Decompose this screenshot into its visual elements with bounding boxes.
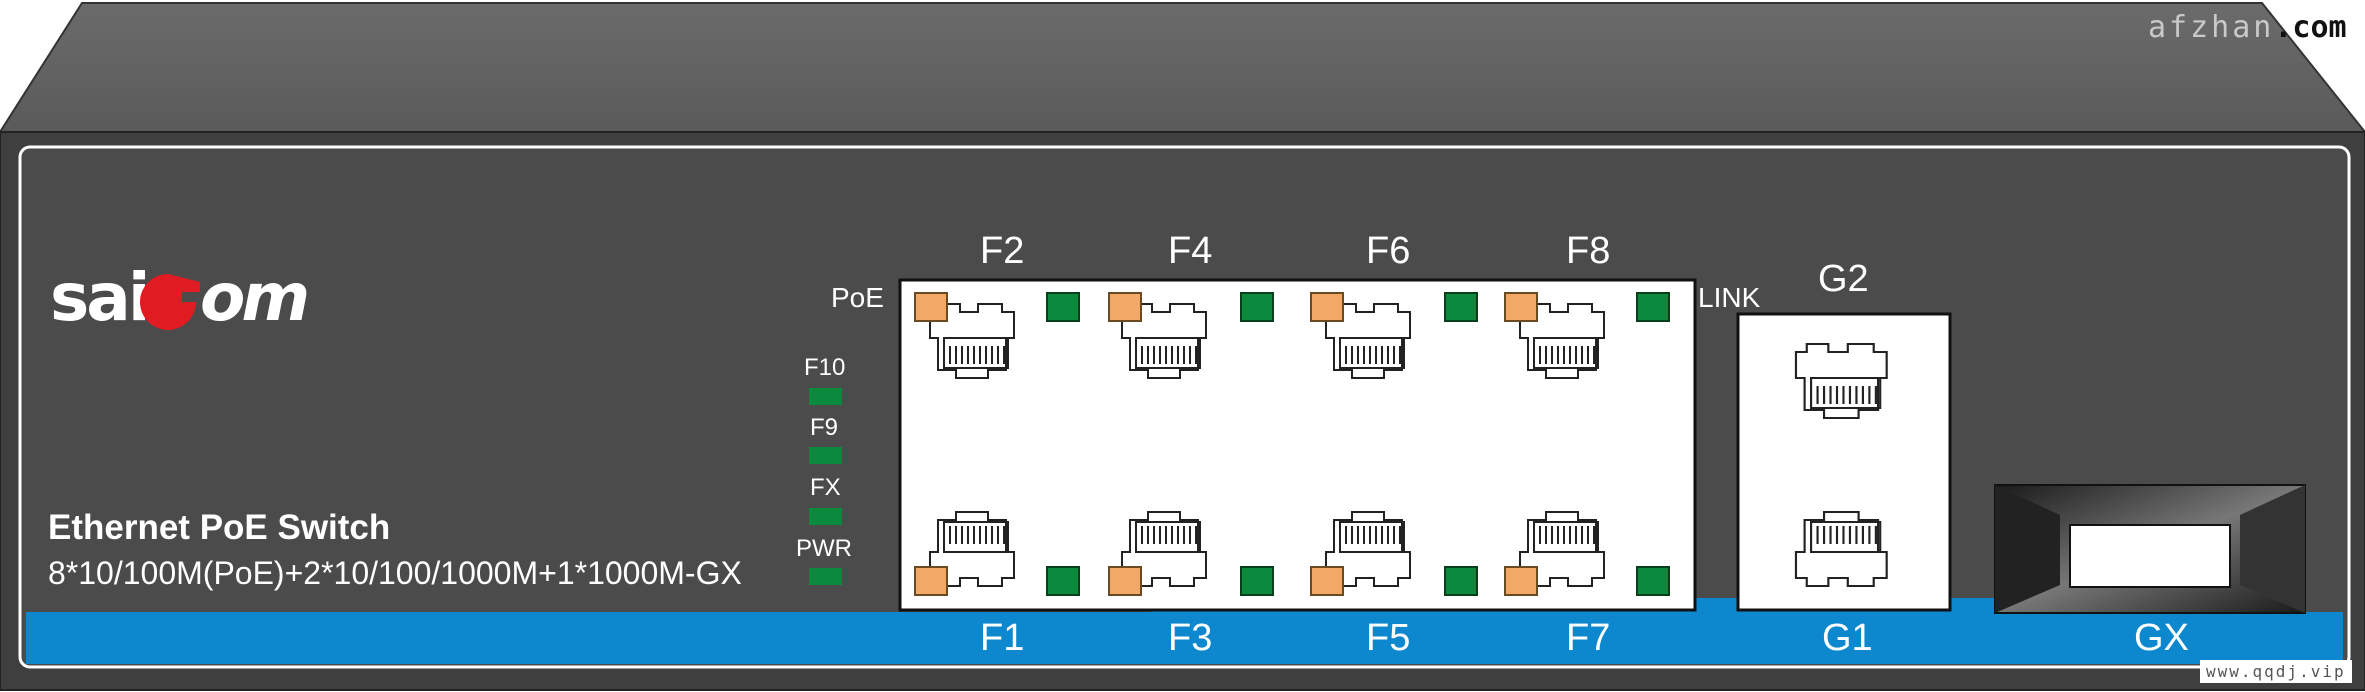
led-status-f9 (809, 447, 842, 464)
port-label-f7: F7 (1566, 617, 1611, 659)
svg-text:sai: sai (50, 268, 147, 332)
led-f6-poe (1310, 292, 1344, 322)
device-title: Ethernet PoE Switch (48, 508, 391, 547)
brand-logo: sai om (50, 259, 400, 336)
led-status-f10 (809, 388, 842, 405)
led-f5-link (1444, 566, 1478, 596)
watermark-top-dark: .com (2274, 10, 2347, 45)
led-f8-link (1636, 292, 1670, 322)
port-label-g1: G1 (1822, 617, 1873, 659)
led-f3-link (1240, 566, 1274, 596)
port-label-f4: F4 (1168, 230, 1213, 272)
watermark-top-light: afzhan (2148, 10, 2275, 45)
link-label: LINK (1698, 282, 1761, 313)
status-led-label-fx: FX (810, 474, 841, 501)
watermark-bottom-text: www.qqdj.vip (2206, 662, 2346, 681)
led-f2-poe (914, 292, 948, 322)
status-led-label-f9: F9 (810, 414, 839, 441)
led-f6-link (1444, 292, 1478, 322)
port-label-g2: G2 (1818, 258, 1869, 300)
poe-label: PoE (831, 282, 884, 313)
led-f2-link (1046, 292, 1080, 322)
led-f8-poe (1504, 292, 1538, 322)
watermark-bottom: www.qqdj.vip (2200, 660, 2352, 683)
device-spec: 8*10/100M(PoE)+2*10/100/1000M+1*1000M-GX (48, 555, 742, 591)
port-label-f3: F3 (1168, 617, 1213, 659)
led-f1-link (1046, 566, 1080, 596)
svg-text:om: om (200, 268, 306, 332)
watermark-top: afzhan.com (2148, 10, 2347, 45)
led-f4-link (1240, 292, 1274, 322)
port-label-f5: F5 (1366, 617, 1411, 659)
port-label-f6: F6 (1366, 230, 1411, 272)
led-f4-poe (1108, 292, 1142, 322)
led-status-fx (809, 508, 842, 525)
port-label-f2: F2 (980, 230, 1025, 272)
port-label-f8: F8 (1566, 230, 1611, 272)
led-f7-poe (1504, 566, 1538, 596)
status-led-label-f10: F10 (804, 354, 846, 381)
port-label-gx: GX (2134, 617, 2189, 659)
led-f7-link (1636, 566, 1670, 596)
led-status-pwr (809, 568, 842, 585)
status-led-label-pwr: PWR (796, 535, 852, 562)
port-label-f1: F1 (980, 617, 1025, 659)
led-f3-poe (1108, 566, 1142, 596)
led-f5-poe (1310, 566, 1344, 596)
led-f1-poe (914, 566, 948, 596)
